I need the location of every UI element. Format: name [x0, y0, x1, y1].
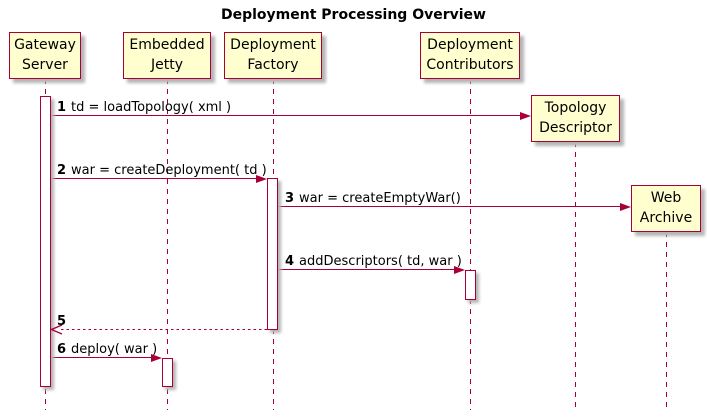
message-4-label: 4 addDescriptors( td, war ) — [285, 254, 462, 269]
message-3-arrowhead-icon — [620, 202, 631, 211]
message-5-seq: 5 — [57, 314, 67, 329]
participant-embedded-jetty: Embedded Jetty — [123, 32, 211, 79]
lifeline-embedded-jetty — [167, 79, 168, 410]
participant-deployment-contributors: Deployment Contributors — [420, 32, 520, 79]
message-5-line — [61, 329, 267, 331]
lifeline-deployment-contributors — [470, 79, 471, 410]
lifeline-web-archive — [666, 232, 667, 410]
message-5-label: 5 — [57, 314, 71, 329]
participant-deployment-factory: Deployment Factory — [224, 32, 322, 79]
message-4-text: addDescriptors( td, war ) — [299, 254, 462, 269]
message-2-line — [51, 178, 256, 180]
message-2-arrowhead-icon — [256, 174, 267, 183]
participant-gateway-server: Gateway Server — [9, 32, 81, 79]
message-6-label: 6 deploy( war ) — [57, 342, 157, 357]
message-1-seq: 1 — [57, 100, 67, 115]
participant-web-archive: Web Archive — [631, 185, 701, 232]
message-3-text: war = createEmptyWar() — [299, 191, 461, 206]
activation-deployment-factory — [267, 178, 278, 330]
message-1-text: td = loadTopology( xml ) — [71, 100, 232, 115]
message-2-label: 2 war = createDeployment( td ) — [57, 163, 267, 178]
message-3-label: 3 war = createEmptyWar() — [285, 191, 461, 206]
message-2-seq: 2 — [57, 163, 67, 178]
diagram-title: Deployment Processing Overview — [221, 7, 486, 23]
message-3-line — [278, 206, 620, 208]
message-4-line — [278, 269, 454, 271]
activation-deployment-contributors — [465, 270, 476, 300]
message-4-arrowhead-icon — [454, 265, 465, 274]
message-5-open-arrowhead-icon — [50, 324, 63, 335]
message-6-line — [51, 357, 151, 359]
message-1-line — [51, 115, 520, 117]
message-2-text: war = createDeployment( td ) — [71, 163, 267, 178]
message-6-arrowhead-icon — [151, 353, 162, 362]
message-6-seq: 6 — [57, 342, 67, 357]
lifeline-topology-descriptor — [575, 142, 576, 410]
message-3-seq: 3 — [285, 191, 295, 206]
message-4-seq: 4 — [285, 254, 295, 269]
participant-topology-descriptor: Topology Descriptor — [531, 95, 620, 142]
message-6-text: deploy( war ) — [71, 342, 158, 357]
message-1-arrowhead-icon — [520, 111, 531, 120]
activation-embedded-jetty — [162, 358, 173, 387]
activation-gateway-server — [40, 96, 51, 387]
message-1-label: 1 td = loadTopology( xml ) — [57, 100, 231, 115]
